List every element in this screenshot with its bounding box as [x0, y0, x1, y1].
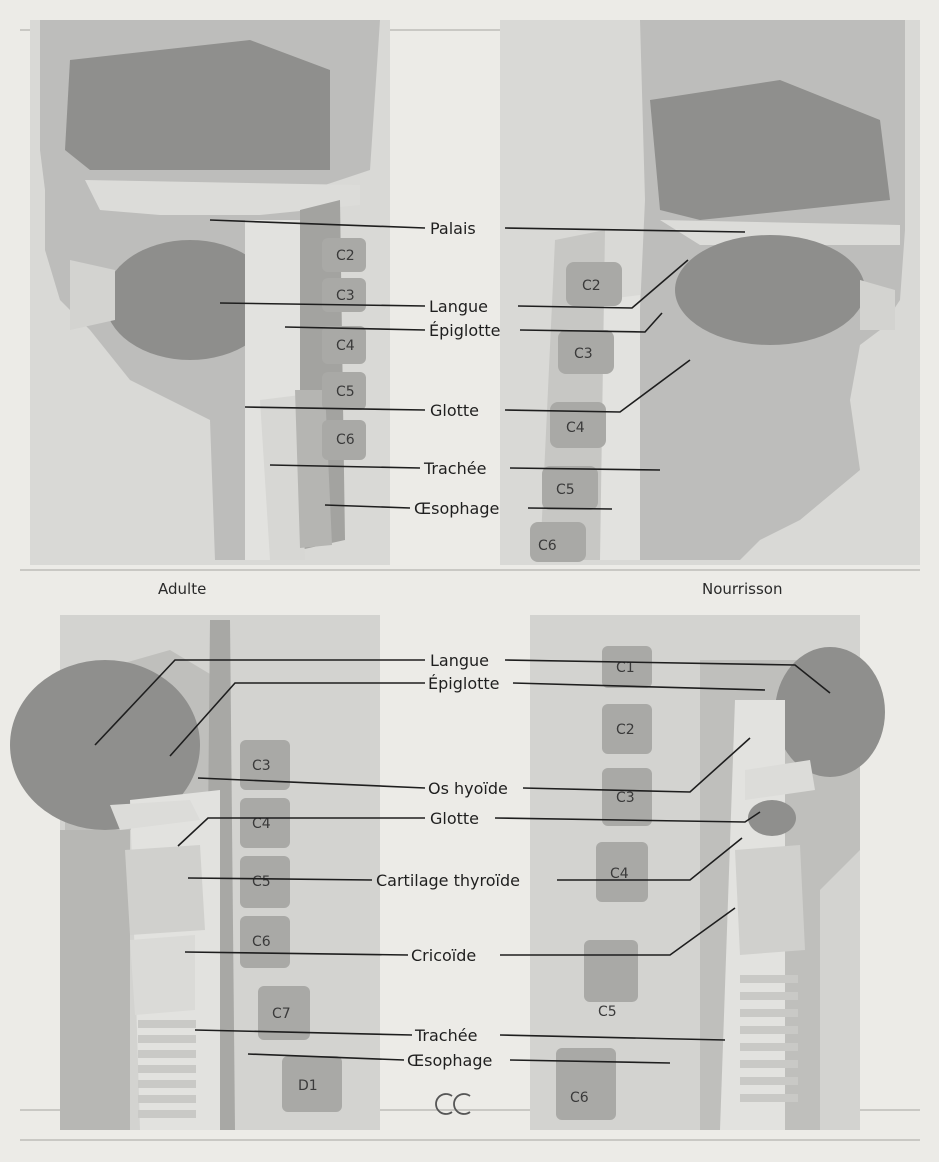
label-cartilage-thyroide: Cartilage thyroïde	[376, 871, 520, 890]
label-cricoide: Cricoïde	[411, 946, 476, 965]
vertebra-label-c3: C3	[574, 346, 593, 362]
label-glotte: Glotte	[430, 401, 479, 420]
vertebra-label-c5: C5	[252, 874, 271, 890]
vertebra-label-c5: C5	[556, 482, 575, 498]
vertebra-label-c2: C2	[616, 722, 635, 738]
vertebra-label-c6: C6	[336, 432, 355, 448]
label-os-hyoide: Os hyoïde	[428, 779, 508, 798]
label-langue: Langue	[429, 297, 488, 316]
vertebra-c5	[584, 940, 638, 1002]
vertebra-label-c3: C3	[336, 288, 355, 304]
label-trachee: Trachée	[414, 1026, 477, 1045]
label-glotte: Glotte	[430, 809, 479, 828]
vertebra-label-d1: D1	[298, 1078, 318, 1094]
bottom-labels: Langue Épiglotte Os hyoïde Glotte Cartil…	[376, 651, 520, 1070]
adult-larynx	[10, 615, 380, 1130]
label-oesophage: Œsophage	[414, 499, 499, 518]
vertebra-label-c2: C2	[336, 248, 355, 264]
vertebra-label-c6: C6	[538, 538, 557, 554]
vertebra-label-c3: C3	[616, 790, 635, 806]
caption-adulte: Adulte	[158, 580, 206, 598]
vertebra-label-c6: C6	[570, 1090, 589, 1106]
top-labels: Palais Langue Épiglotte Glotte Trachée Œ…	[414, 219, 501, 518]
vertebra-label-c3: C3	[252, 758, 271, 774]
vertebra-label-c5: C5	[598, 1004, 617, 1020]
vertebra-label-c5: C5	[336, 384, 355, 400]
adult-cervical-spine: C2 C3 C4 C5 C6	[322, 238, 366, 460]
vertebra-label-c4: C4	[336, 338, 355, 354]
label-langue: Langue	[430, 651, 489, 670]
label-epiglotte: Épiglotte	[428, 674, 500, 693]
vertebra-label-c7: C7	[272, 1006, 291, 1022]
label-palais: Palais	[430, 219, 476, 238]
label-epiglotte: Épiglotte	[429, 321, 501, 340]
vertebra-c6	[556, 1048, 616, 1120]
vertebra-label-c2: C2	[582, 278, 601, 294]
vertebra-label-c6: C6	[252, 934, 271, 950]
label-oesophage: Œsophage	[407, 1051, 492, 1070]
vertebra-label-c4: C4	[566, 420, 585, 436]
caption-nourrisson: Nourrisson	[702, 580, 782, 598]
label-trachee: Trachée	[423, 459, 486, 478]
